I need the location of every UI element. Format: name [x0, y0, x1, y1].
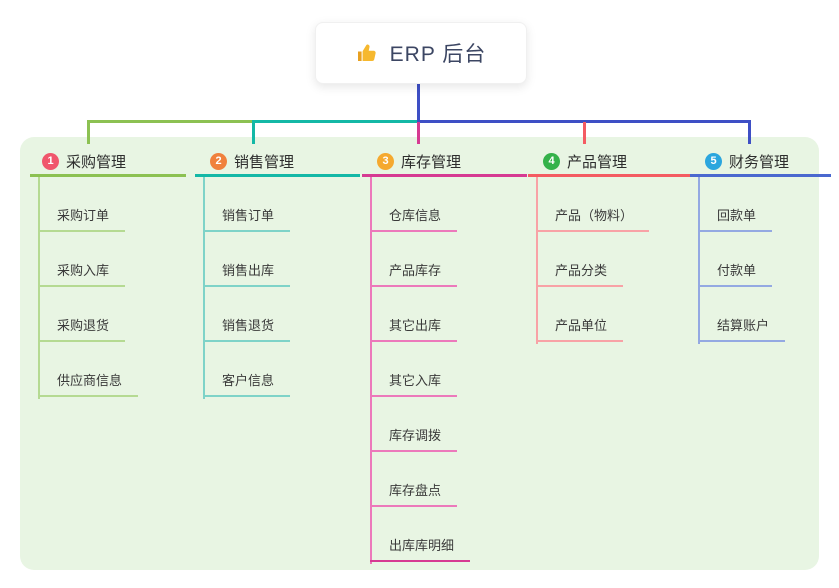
- child-node[interactable]: 采购入库: [38, 257, 126, 287]
- child-node[interactable]: 产品（物料）: [536, 202, 650, 232]
- child-node[interactable]: 仓库信息: [370, 202, 458, 232]
- branch-label: 产品管理: [567, 153, 628, 171]
- child-node[interactable]: 产品库存: [370, 257, 458, 287]
- branch-label: 销售管理: [234, 153, 295, 171]
- child-node[interactable]: 销售出库: [203, 257, 291, 287]
- branch-number-badge: 3: [377, 152, 394, 170]
- child-node[interactable]: 其它入库: [370, 367, 458, 397]
- connector-drop-5: [748, 120, 751, 144]
- branch-number-badge: 2: [210, 152, 227, 170]
- branch-child-connector: [203, 177, 205, 399]
- child-node[interactable]: 销售退货: [203, 312, 291, 342]
- child-node[interactable]: 其它出库: [370, 312, 458, 342]
- child-node[interactable]: 客户信息: [203, 367, 291, 397]
- branch-number-badge: 5: [705, 152, 722, 170]
- connector-bus-green: [87, 120, 253, 123]
- child-node[interactable]: 结算账户: [698, 312, 786, 342]
- connector-root-vertical: [417, 82, 420, 121]
- branches-panel: [20, 137, 819, 570]
- root-node[interactable]: ERP 后台: [315, 22, 527, 84]
- child-node[interactable]: 出库库明细: [370, 532, 471, 562]
- connector-drop-2: [252, 120, 255, 144]
- connector-drop-1: [87, 120, 90, 144]
- child-node[interactable]: 库存调拨: [370, 422, 458, 452]
- branch-node-finance[interactable]: 5 财务管理: [690, 148, 831, 177]
- branch-number-badge: 4: [543, 152, 560, 170]
- branch-child-connector: [370, 177, 372, 564]
- connector-drop-3: [417, 122, 420, 144]
- branch-number-badge: 1: [42, 152, 59, 170]
- branch-node-purchase[interactable]: 1 采购管理: [30, 148, 186, 177]
- branch-node-sales[interactable]: 2 销售管理: [195, 148, 360, 177]
- branch-child-connector: [536, 177, 538, 344]
- child-node[interactable]: 库存盘点: [370, 477, 458, 507]
- connector-bus-blue: [417, 120, 751, 123]
- root-title: ERP 后台: [389, 43, 487, 66]
- connector-drop-4: [583, 122, 586, 144]
- branch-child-connector: [38, 177, 40, 399]
- child-node[interactable]: 采购退货: [38, 312, 126, 342]
- child-node[interactable]: 产品单位: [536, 312, 624, 342]
- branch-node-inventory[interactable]: 3 库存管理: [362, 148, 527, 177]
- branch-label: 采购管理: [66, 153, 127, 171]
- child-node[interactable]: 付款单: [698, 257, 773, 287]
- branch-label: 库存管理: [401, 153, 462, 171]
- connector-bus-teal: [252, 120, 418, 123]
- child-node[interactable]: 采购订单: [38, 202, 126, 232]
- branch-child-connector: [698, 177, 700, 344]
- thumbs-up-icon: [356, 41, 380, 65]
- branch-node-product[interactable]: 4 产品管理: [528, 148, 693, 177]
- branch-label: 财务管理: [729, 153, 790, 171]
- child-node[interactable]: 回款单: [698, 202, 773, 232]
- child-node[interactable]: 产品分类: [536, 257, 624, 287]
- child-node[interactable]: 供应商信息: [38, 367, 139, 397]
- child-node[interactable]: 销售订单: [203, 202, 291, 232]
